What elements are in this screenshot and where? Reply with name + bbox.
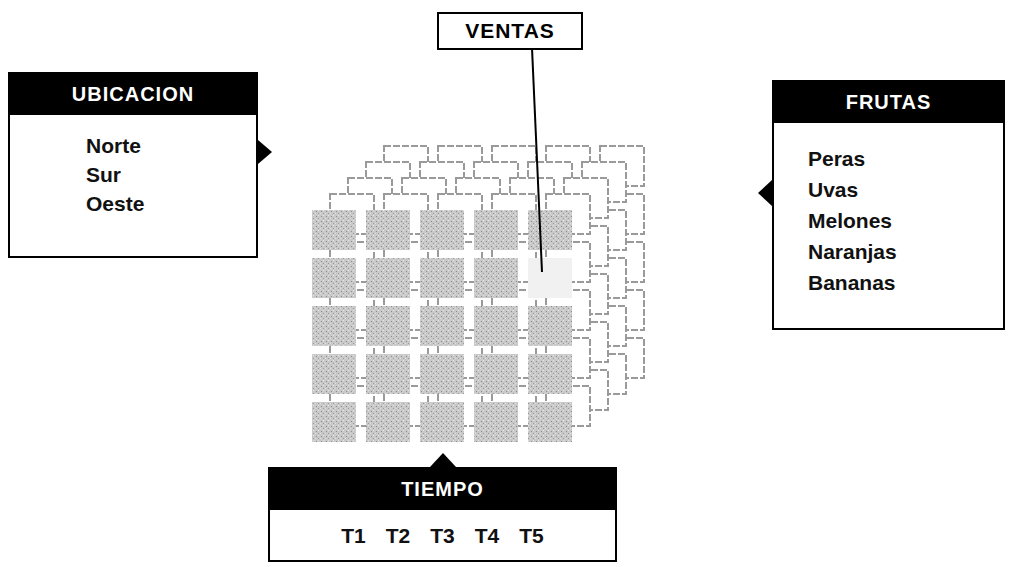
cube-cell: [420, 354, 464, 394]
dimension-member: Bananas: [808, 267, 993, 298]
cube-cell: [528, 210, 572, 250]
dimension-member: T3: [430, 524, 455, 548]
cube-cell: [366, 354, 410, 394]
pointer-triangle: [758, 180, 772, 206]
cube-cell: [528, 258, 572, 298]
member-list: NorteSurOeste: [10, 115, 256, 232]
cube-cell: [312, 354, 356, 394]
cube-cell: [366, 354, 410, 394]
cube-cell: [528, 306, 572, 346]
dimension-member: T2: [386, 524, 411, 548]
cube-cell: [474, 354, 518, 394]
dimension-heading: UBICACION: [10, 74, 256, 115]
cube-cell: [366, 258, 410, 298]
dimension-box: UBICACIONNorteSurOeste: [8, 72, 258, 258]
cube-cell: [474, 210, 518, 250]
dimension-box: TIEMPO T1 T2 T3 T4 T5: [268, 467, 617, 562]
cube-cell: [312, 258, 356, 298]
label-box: VENTAS: [437, 12, 583, 50]
cube-cell: [474, 258, 518, 298]
cube-cell: [528, 354, 572, 394]
pointer-triangle: [258, 140, 272, 164]
cube-cell: [474, 306, 518, 346]
cube-cell: [420, 210, 464, 250]
cube-cell: [528, 258, 572, 298]
member-list: PerasUvasMelonesNaranjasBananas: [774, 123, 1003, 312]
cube-cell: [312, 402, 356, 442]
cube-cell: [420, 306, 464, 346]
cube-cell: [420, 210, 464, 250]
cube-cell: [366, 306, 410, 346]
leader-line: [532, 48, 542, 272]
cube-cell: [528, 354, 572, 394]
cube-cell: [420, 258, 464, 298]
cube-cell: [366, 402, 410, 442]
cube-cell: [420, 354, 464, 394]
member-list: T1 T2 T3 T4 T5: [270, 510, 615, 560]
dimension-member: T4: [475, 524, 500, 548]
measure-label: VENTAS: [439, 14, 581, 48]
dimension-member: Naranjas: [808, 236, 993, 267]
data-cube: [312, 146, 644, 442]
cube-cell: [474, 210, 518, 250]
cube-cell: [474, 354, 518, 394]
dimension-member: Norte: [86, 131, 246, 160]
pointer-triangle: [430, 453, 456, 467]
cube-cell: [420, 402, 464, 442]
cube-cell: [474, 306, 518, 346]
dimension-member: T1: [341, 524, 366, 548]
cube-cell: [528, 210, 572, 250]
cube-cell: [528, 402, 572, 442]
dimension-box: FRUTASPerasUvasMelonesNaranjasBananas: [772, 80, 1005, 330]
dimension-member: Uvas: [808, 174, 993, 205]
cube-cell: [420, 306, 464, 346]
cube-cell: [366, 258, 410, 298]
dimension-heading: TIEMPO: [270, 469, 615, 510]
cube-cell: [312, 306, 356, 346]
cube-cell: [420, 258, 464, 298]
cube-cell: [474, 402, 518, 442]
cube-cell: [474, 258, 518, 298]
cube-cell: [528, 306, 572, 346]
dimension-member: Oeste: [86, 189, 246, 218]
cube-cell: [366, 210, 410, 250]
dimension-member: Melones: [808, 205, 993, 236]
cube-cell: [366, 306, 410, 346]
cube-cell: [366, 210, 410, 250]
cube-cell: [312, 210, 356, 250]
dimension-member: T5: [519, 524, 544, 548]
dimension-member: Peras: [808, 143, 993, 174]
dimension-member: Sur: [86, 160, 246, 189]
dimension-heading: FRUTAS: [774, 82, 1003, 123]
